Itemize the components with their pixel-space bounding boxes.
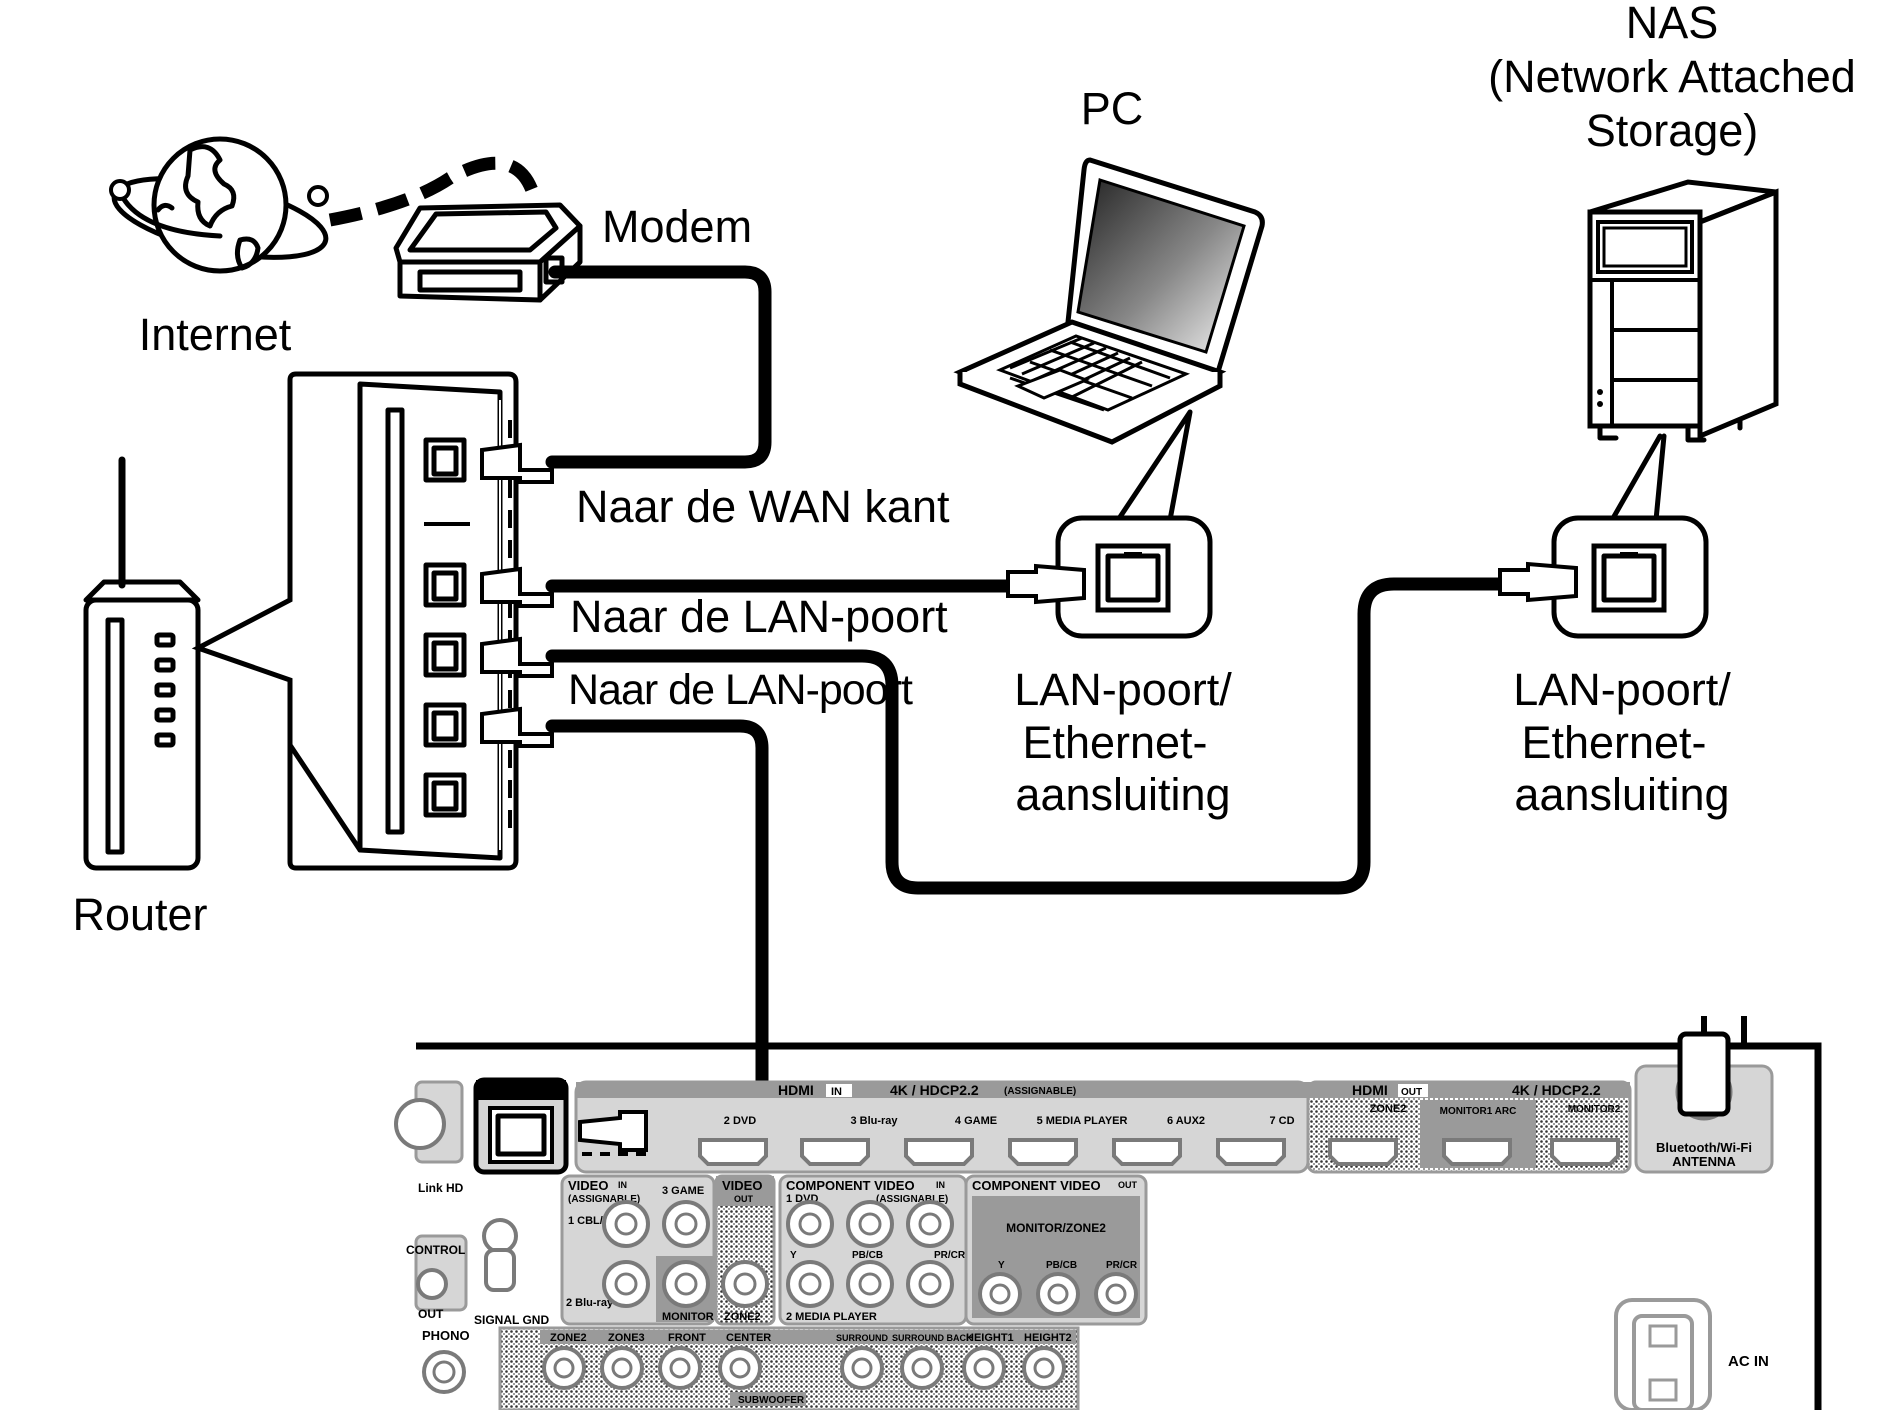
preout-label-height1: HEIGHT1 — [966, 1332, 1014, 1344]
pc-port-label-line3: aansluiting — [1015, 769, 1230, 820]
component-out-title: COMPONENT VIDEO — [972, 1178, 1101, 1193]
lan-label-1: Naar de LAN-poort — [570, 591, 948, 642]
hdmi-in-label-7: 7 CD — [1269, 1115, 1294, 1127]
cable-lan-to-nas — [545, 577, 1507, 895]
hdmi-in-ports: 2 DVD 3 Blu-ray 4 GAME 5 MEDIA PLAYER 6 … — [698, 1115, 1295, 1166]
video-out-title: VIDEO — [722, 1178, 762, 1193]
preout-label-zone2: ZONE2 — [550, 1332, 587, 1344]
cable-lan-to-receiver — [545, 719, 769, 1141]
nas-plug-icon — [1498, 561, 1578, 603]
hdmi-in-spec: 4K / HDCP2.2 — [890, 1082, 979, 1098]
modem-label: Modem — [602, 201, 752, 252]
component-out-pb: PB/CB — [1046, 1260, 1077, 1271]
preout-label-front: FRONT — [668, 1332, 706, 1344]
component-in-pb: PB/CB — [852, 1250, 883, 1261]
hdmi-in-label-6: 6 AUX2 — [1167, 1115, 1205, 1127]
router-callout — [191, 371, 519, 871]
hdmi-out-spec: 4K / HDCP2.2 — [1512, 1082, 1601, 1098]
internet-to-modem-link — [328, 156, 542, 227]
video-in-assignable: (ASSIGNABLE) — [568, 1194, 640, 1205]
router-port-wan — [423, 437, 467, 483]
preout-label-surround: SURROUND — [836, 1333, 889, 1343]
network-port-label: NETWORK — [482, 1083, 560, 1100]
video-in-title: VIDEO — [568, 1178, 608, 1193]
video-in-2-label: 2 Blu-ray — [566, 1297, 614, 1309]
signal-gnd-label: SIGNAL GND — [474, 1313, 549, 1327]
router-port-lan4 — [423, 772, 467, 818]
router-label: Router — [72, 889, 207, 940]
router-icon — [83, 456, 201, 871]
video-in-badge: IN — [618, 1180, 627, 1190]
video-out-badge: OUT — [734, 1194, 754, 1204]
ac-in-label: AC IN — [1728, 1353, 1769, 1370]
laptop-icon — [953, 157, 1265, 445]
hdmi-out-badge: OUT — [1401, 1087, 1422, 1098]
preout-label-height2: HEIGHT2 — [1024, 1332, 1072, 1344]
preout-label-center: CENTER — [726, 1332, 771, 1344]
receiver-plug-icon — [578, 1110, 648, 1152]
hdmi-in-label-5: 5 MEDIA PLAYER — [1037, 1115, 1128, 1127]
cable-modem-to-wan — [545, 265, 772, 469]
preout-label-surround-back: SURROUND BACK — [892, 1333, 973, 1343]
internet-label: Internet — [139, 309, 292, 360]
router-port-lan3 — [423, 702, 467, 748]
component-out-monitor-zone2: MONITOR/ZONE2 — [1006, 1221, 1106, 1235]
nas-port-callout-pointer — [1609, 433, 1667, 523]
receiver-network-port: NETWORK — [473, 1077, 569, 1175]
nas-port-label-line1: LAN-poort/ — [1513, 664, 1731, 715]
modem-icon — [393, 202, 583, 303]
link-hd-label: Link HD — [418, 1181, 464, 1195]
preout-label-subwoofer: SUBWOOFER — [738, 1395, 805, 1406]
router-plug-icons — [480, 442, 554, 748]
pc-port-label-line2: Ethernet- — [1022, 717, 1207, 768]
component-in-assignable: (ASSIGNABLE) — [876, 1194, 948, 1205]
pc-port-label-line1: LAN-poort/ — [1014, 664, 1232, 715]
bt-antenna-label-1: Bluetooth/Wi-Fi — [1656, 1140, 1752, 1155]
video-out-zone2-label: ZONE2 — [724, 1311, 761, 1323]
receiver-rear-panel: HDMI IN 4K / HDCP2.2 (ASSIGNABLE) 2 DVD … — [394, 1016, 1822, 1410]
wan-label: Naar de WAN kant — [576, 481, 950, 532]
hdmi-in-badge: IN — [831, 1086, 842, 1098]
nas-port-label-line2: Ethernet- — [1521, 717, 1706, 768]
component-out-y: Y — [998, 1260, 1005, 1271]
hdmi-in-label-3: 3 Blu-ray — [850, 1115, 898, 1127]
component-in-2-label: 2 MEDIA PLAYER — [786, 1311, 877, 1323]
lan-label-2: Naar de LAN-poort — [568, 666, 913, 714]
hdmi-out-label-zone2: ZONE2 — [1370, 1103, 1407, 1115]
component-out-pr: PR/CR — [1106, 1260, 1138, 1271]
pc-port-callout-pointer — [1115, 409, 1193, 523]
hdmi-out-label-monitor1: MONITOR1 ARC — [1440, 1106, 1517, 1117]
nas-label-line1: NAS — [1626, 0, 1719, 48]
component-in-pr: PR/CR — [934, 1250, 966, 1261]
preout-label-zone3: ZONE3 — [608, 1332, 645, 1344]
internet-globe-icon — [109, 136, 329, 274]
nas-storage-icon — [1587, 179, 1779, 443]
video-monitor-label: MONITOR — [662, 1311, 714, 1323]
router-port-lan1 — [423, 562, 467, 608]
pc-plug-icon — [1006, 563, 1086, 605]
pc-lan-port-callout — [1055, 515, 1213, 639]
pc-label: PC — [1081, 83, 1144, 134]
video-in-3-label: 3 GAME — [662, 1185, 704, 1197]
hdmi-out-title: HDMI — [1352, 1082, 1388, 1098]
hdmi-in-label-4: 4 GAME — [955, 1115, 997, 1127]
hdmi-in-label-2: 2 DVD — [724, 1115, 756, 1127]
component-in-title: COMPONENT VIDEO — [786, 1178, 915, 1193]
nas-lan-port-callout — [1551, 515, 1709, 639]
control-label: CONTROL — [406, 1243, 465, 1257]
hdmi-in-title: HDMI — [778, 1082, 814, 1098]
component-out-badge: OUT — [1118, 1180, 1138, 1190]
nas-port-label-line3: aansluiting — [1514, 769, 1729, 820]
hdmi-in-assignable: (ASSIGNABLE) — [1004, 1086, 1076, 1097]
phono-label: PHONO — [422, 1328, 470, 1343]
router-port-lan2 — [423, 632, 467, 678]
component-in-badge: IN — [936, 1180, 945, 1190]
bt-antenna-label-2: ANTENNA — [1672, 1154, 1736, 1169]
hdmi-out-label-monitor2: MONITOR2 — [1568, 1104, 1621, 1115]
control-out-label: OUT — [418, 1307, 444, 1321]
component-in-y: Y — [790, 1250, 797, 1261]
nas-label-line2: (Network Attached — [1488, 51, 1856, 102]
nas-label-line3: Storage) — [1586, 105, 1759, 156]
